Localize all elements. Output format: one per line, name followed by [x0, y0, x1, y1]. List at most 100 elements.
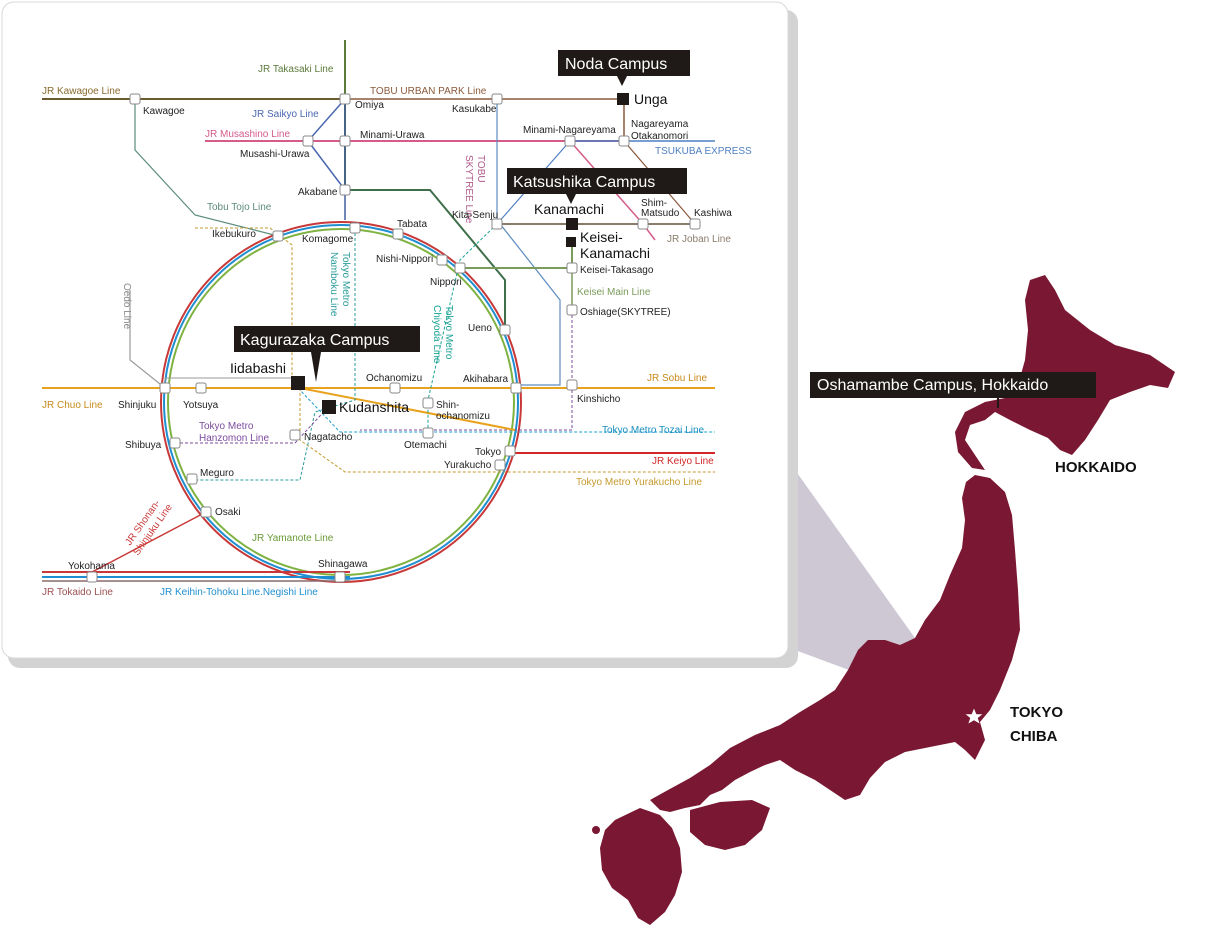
station-marker	[186, 473, 198, 485]
keisei-main-label: Keisei Main Line	[577, 287, 651, 298]
campus-captions: Noda Campus Katsushika Campus Kagurazaka…	[234, 50, 690, 382]
station-marker	[339, 93, 351, 105]
station-label: Yokohama	[68, 561, 115, 572]
hanzomon-line	[175, 404, 331, 444]
oedo-line	[129, 290, 166, 389]
station-label: ochanomizu	[436, 411, 490, 422]
station-marker	[564, 135, 576, 147]
station-marker	[436, 254, 448, 266]
station-label: Ueno	[468, 323, 492, 334]
station-label: Meguro	[200, 468, 234, 479]
station-label: Shinagawa	[318, 559, 368, 570]
namboku-label-1: Tokyo Metro	[340, 252, 351, 307]
station-marker	[637, 218, 649, 230]
kudanshita-station-marker	[322, 400, 336, 414]
station-label: Oshiage(SKYTREE)	[580, 307, 671, 318]
jr-saikyo-label: JR Saikyo Line	[252, 109, 319, 120]
island-dot	[592, 826, 600, 834]
station-label: Akihabara	[463, 374, 508, 385]
hanzomon-label-2: Hanzomon Line	[199, 433, 269, 444]
ikebukuro-dashed	[195, 227, 293, 388]
tobu-skytree-label-2: SKYTREE Line	[463, 155, 474, 224]
station-marker	[689, 218, 701, 230]
tsukuba-express-label: TSUKUBA EXPRESS	[655, 146, 752, 157]
station-marker	[491, 218, 503, 230]
station-label: Tokyo	[475, 447, 502, 458]
line-labels: JR Kawagoe Line JR Takasaki Line TOBU UR…	[42, 64, 752, 598]
station-marker	[422, 397, 434, 409]
noda-campus-label: Noda Campus	[565, 56, 667, 73]
station-label: Yotsuya	[183, 400, 219, 411]
station-label: Ochanomizu	[366, 373, 422, 384]
oshamambe-campus-label: Oshamambe Campus, Hokkaido	[817, 377, 1048, 394]
station-marker	[491, 93, 503, 105]
jr-kawagoe-label: JR Kawagoe Line	[42, 86, 121, 97]
station-label-kudanshita: Kudanshita	[339, 399, 409, 415]
station-label-keisei-kanamachi-2: Kanamachi	[580, 245, 650, 261]
station-label: Kinshicho	[577, 394, 621, 405]
station-label: Matsudo	[641, 208, 680, 219]
jr-keihin-label: JR Keihin-Tohoku Line.Negishi Line	[160, 587, 318, 598]
station-marker	[422, 427, 434, 439]
jr-takasaki-label: JR Takasaki Line	[258, 64, 334, 75]
station-marker	[200, 506, 212, 518]
chiyoda-line	[427, 223, 498, 432]
katsushika-campus-label: Katsushika Campus	[513, 174, 655, 191]
jr-sobu-label: JR Sobu Line	[647, 373, 707, 384]
akabane-ueno-line	[345, 189, 506, 330]
station-label: Tabata	[397, 219, 427, 230]
shikoku-shape	[690, 800, 770, 850]
chiba-label: CHIBA	[1010, 728, 1058, 745]
station-marker	[566, 262, 578, 274]
tobu-skytree-label-1: TOBU	[475, 155, 486, 183]
station-marker	[566, 379, 578, 391]
station-marker	[618, 135, 630, 147]
station-label: Minami-Nagareyama	[523, 125, 616, 136]
station-marker	[494, 459, 506, 471]
station-label: Kawagoe	[143, 106, 185, 117]
station-label-iidabashi: Iidabashi	[230, 360, 286, 376]
station-marker	[195, 382, 207, 394]
tobu-urban-label: TOBU URBAN PARK Line	[370, 86, 487, 97]
unga-station-marker	[617, 93, 629, 105]
station-label: Akabane	[298, 187, 338, 198]
island-dot	[609, 859, 615, 865]
noda-caption-pointer	[617, 76, 627, 86]
station-label: Omiya	[355, 100, 384, 111]
tozai-label: Tokyo Metro Tozai Line	[602, 425, 705, 436]
tobu-skytree-line	[496, 99, 561, 386]
tobu-tojo-label: Tobu Tojo Line	[207, 202, 272, 213]
station-marker	[510, 382, 522, 394]
station-marker	[289, 429, 301, 441]
station-label: Kasukabe	[452, 104, 497, 115]
station-label: Yurakucho	[444, 460, 492, 471]
station-marker	[272, 230, 284, 242]
station-marker	[499, 324, 511, 336]
station-marker	[454, 262, 466, 274]
station-label: Ikebukuro	[212, 229, 256, 240]
shonan-shinjuku-line	[91, 511, 207, 573]
station-marker	[389, 382, 401, 394]
noda-caption-bg	[558, 50, 690, 76]
katsushika-caption-pointer	[566, 194, 576, 204]
tokyo-star-icon	[964, 707, 984, 725]
station-marker	[349, 222, 361, 234]
station-label: Shinjuku	[118, 400, 156, 411]
rail-lines	[42, 40, 715, 583]
station-marker	[159, 382, 171, 394]
station-marker	[566, 304, 578, 316]
station-label: Kita-Senju	[452, 210, 498, 221]
station-label: Shin-	[436, 400, 459, 411]
kagurazaka-caption-bg	[234, 326, 420, 352]
station-label: Otemachi	[404, 440, 447, 451]
kagurazaka-caption-pointer	[311, 352, 321, 382]
station-label-kanamachi: Kanamachi	[534, 201, 604, 217]
station-label: Komagome	[302, 234, 354, 245]
station-label: Nippori	[430, 277, 462, 288]
station-marker	[339, 135, 351, 147]
station-label: Shim-	[641, 198, 667, 209]
station-label: Kashiwa	[694, 208, 732, 219]
station-label: Nagatacho	[304, 432, 353, 443]
